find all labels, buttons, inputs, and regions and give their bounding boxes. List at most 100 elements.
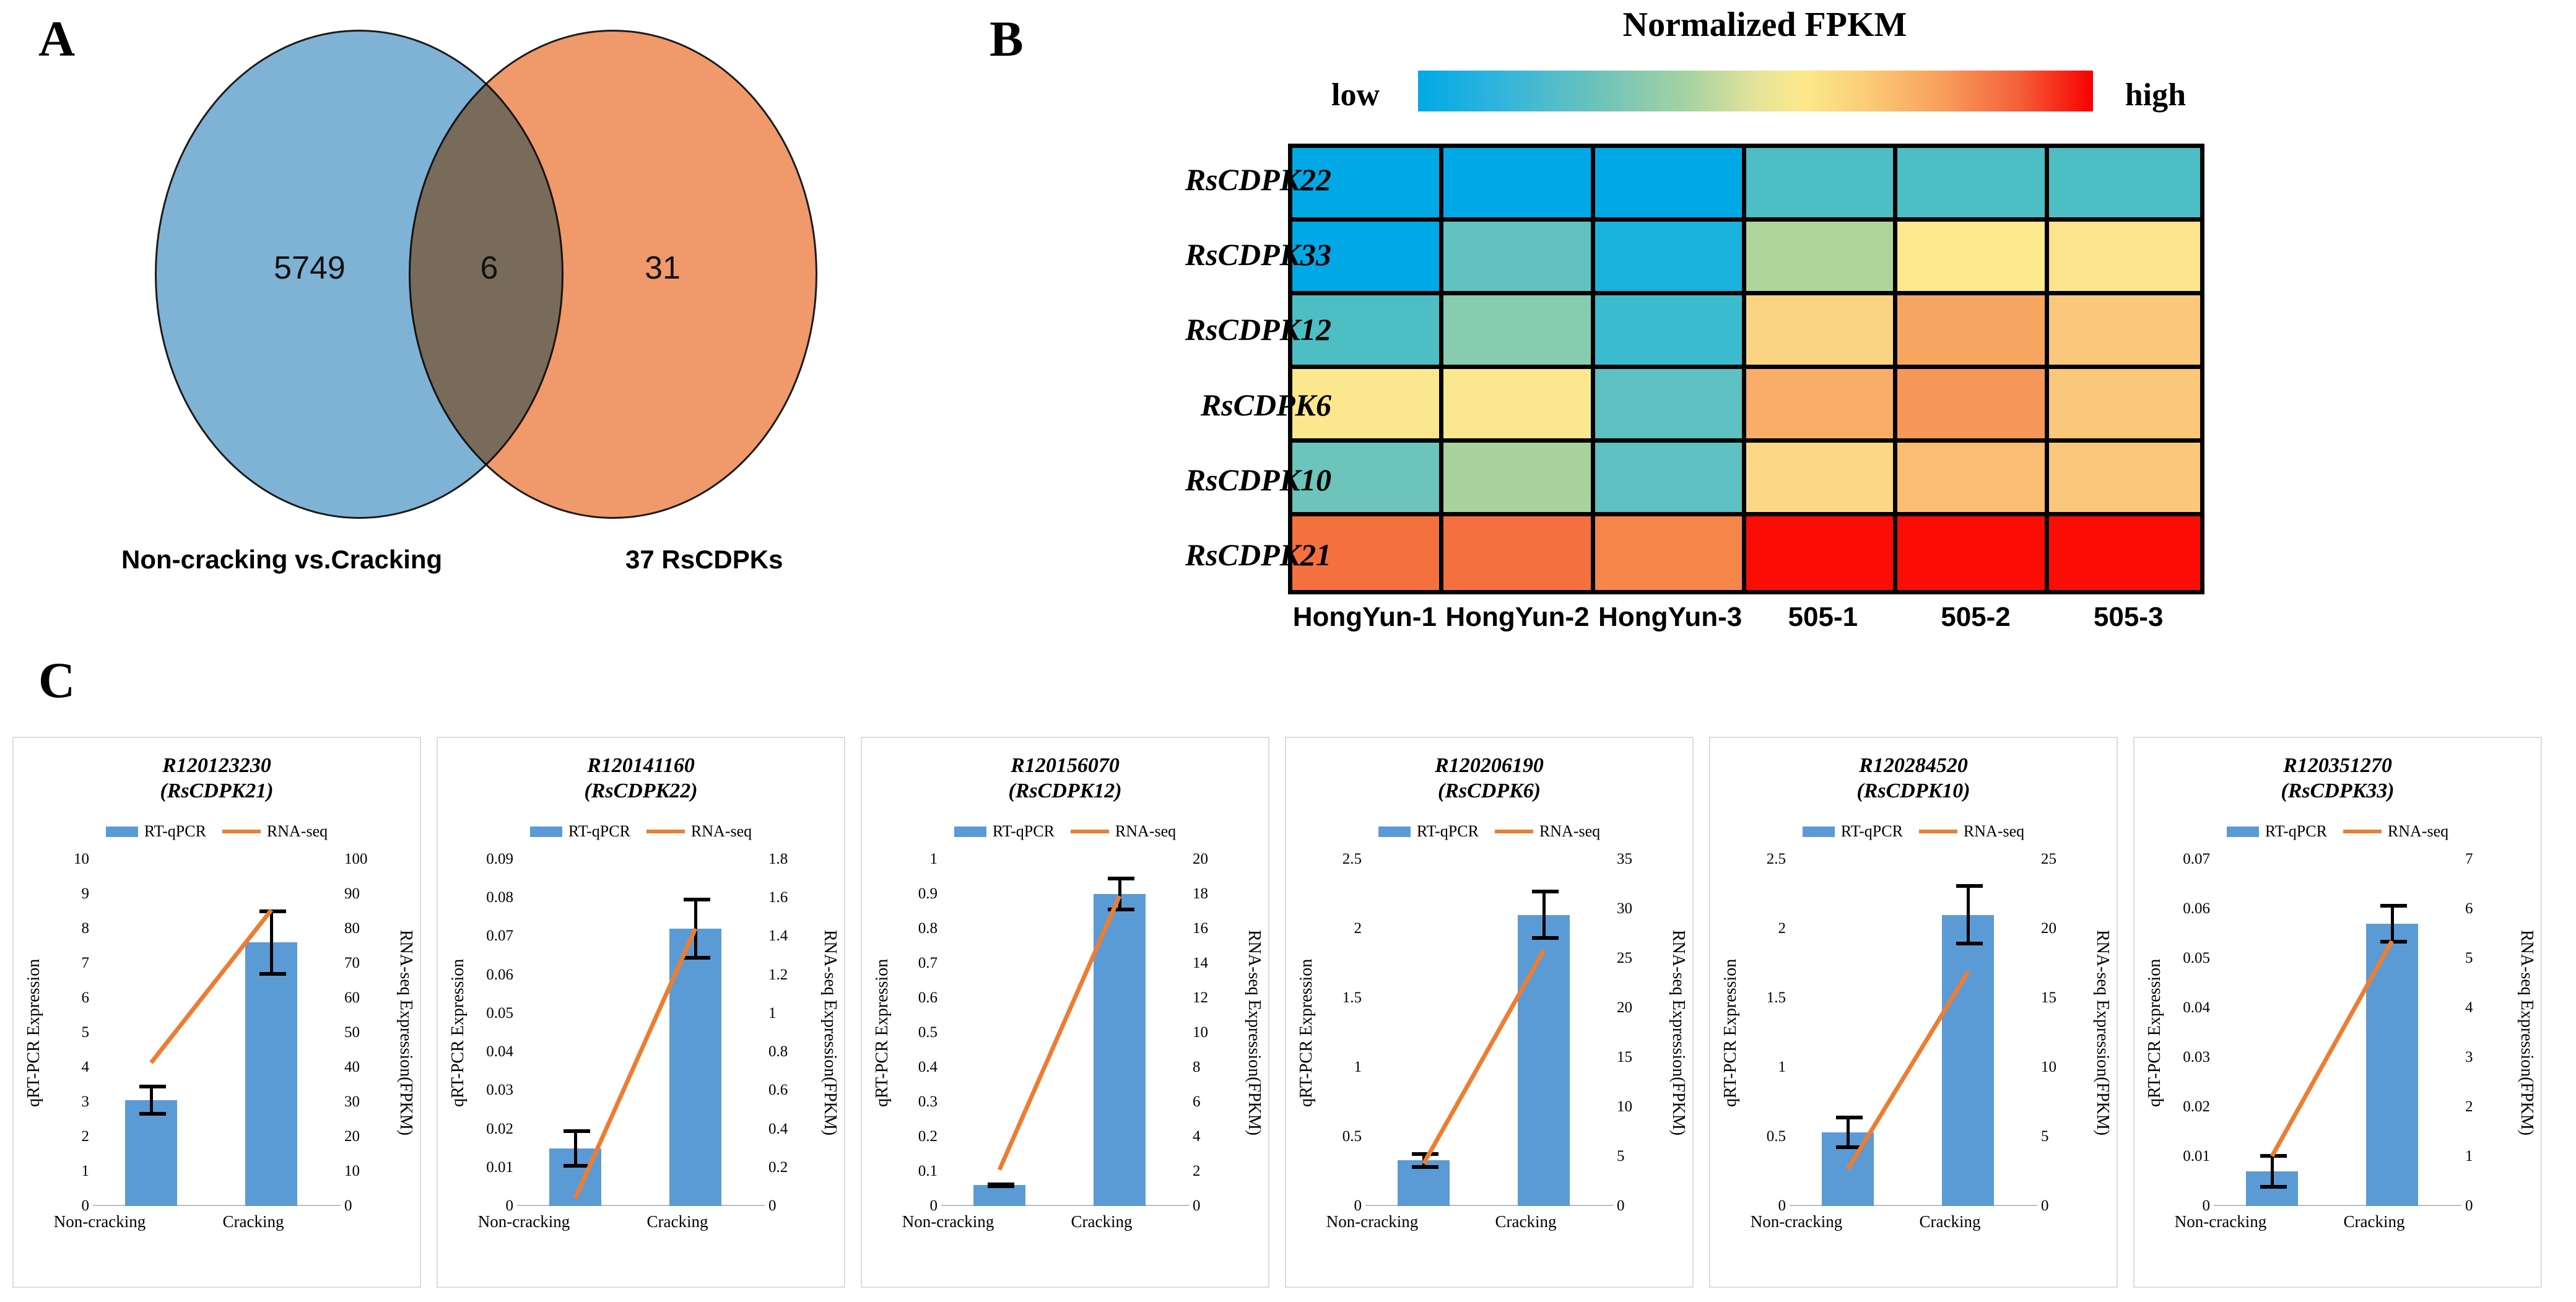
chart-title-gene-id: R120284520 (1859, 754, 1968, 777)
y-axis-tick-left: 0 (505, 1197, 514, 1214)
y-axis-title-right: RNA-seq Expression(FPKM) (820, 929, 840, 1136)
y-axis-tick-right: 0 (1193, 1197, 1201, 1214)
legend-item-rna-seq: RNA-seq (2343, 822, 2448, 841)
heatmap-grid (1288, 144, 2204, 594)
heatmap-cell (1443, 443, 1595, 516)
heatmap-row-label-rscdpk6: RsCDPK6 (1200, 387, 1331, 422)
y-axis-tick-right: 20 (1617, 999, 1632, 1016)
y-axis-tick-right: 1.2 (768, 966, 788, 983)
bar (1942, 914, 1994, 1206)
chart-legend: RT-qPCR RNA-seq (2134, 822, 2541, 841)
venn-count-right-only: 31 (645, 250, 681, 286)
heatmap-cell (2048, 443, 2200, 516)
y-axis-tick-left: 0.07 (2183, 851, 2210, 867)
error-bar-cap-bottom (2260, 1185, 2287, 1189)
error-bar-stem (1847, 1116, 1850, 1150)
error-bar-stem (574, 1129, 577, 1168)
error-bar-cap-top (1412, 1152, 1438, 1156)
legend-bar-swatch-icon (529, 826, 562, 837)
y-axis-tick-right: 0 (768, 1197, 777, 1214)
bar (245, 942, 297, 1206)
heatmap-cell (1595, 222, 1746, 295)
y-axis-tick-left: 0.06 (2183, 900, 2210, 917)
error-bar-cap-bottom (139, 1112, 166, 1116)
error-bar-cap-bottom (1412, 1165, 1438, 1169)
y-axis-tick-left: 0.08 (486, 889, 513, 906)
y-axis-tick-right: 10 (344, 1163, 360, 1179)
y-axis-tick-left: 0.01 (486, 1158, 513, 1176)
bar (973, 1185, 1025, 1206)
legend-label-rna-seq: RNA-seq (266, 822, 328, 840)
y-axis-tick-right: 0.4 (768, 1120, 788, 1137)
legend-bar-swatch-icon (954, 826, 986, 837)
y-axis-tick-right: 70 (344, 955, 360, 971)
x-axis-line (2214, 1205, 2461, 1206)
y-axis-tick-left: 1 (1778, 1059, 1786, 1075)
y-axis-tick-right: 15 (2041, 989, 2056, 1006)
chart-title-gene-id: R120351270 (2283, 754, 2392, 777)
heatmap-cell (1292, 148, 1444, 222)
legend-label-rt-qpcr: RT-qPCR (2265, 822, 2327, 840)
legend-high-label: high (2125, 77, 2186, 113)
y-axis-tick-right: 5 (2041, 1128, 2049, 1145)
heatmap-cell (2048, 516, 2200, 590)
y-axis-tick-left: 2.5 (1342, 851, 1362, 867)
error-bar-cap-bottom (1956, 941, 1983, 945)
legend-bar-swatch-icon (1802, 826, 1835, 837)
error-bar-cap-bottom (1836, 1145, 1863, 1150)
legend-label-rt-qpcr: RT-qPCR (1840, 822, 1903, 840)
y-axis-tick-left: 6 (81, 989, 90, 1006)
y-axis-tick-right: 0 (2041, 1197, 2049, 1214)
legend-label-rt-qpcr: RT-qPCR (144, 822, 206, 840)
error-bar-cap-top (684, 898, 710, 902)
legend-line-swatch-icon (222, 830, 261, 833)
y-axis-tick-left: 1 (81, 1163, 90, 1179)
venn-count-intersection: 6 (480, 250, 498, 286)
heatmap-col-label-505-2: 505-2 (1941, 602, 2011, 632)
y-axis-tick-right: 5 (2465, 950, 2473, 966)
heatmap-cell (1897, 148, 2049, 222)
legend-line-swatch-icon (1918, 830, 1957, 833)
chart-title: R120206190(RsCDPK6) (1286, 753, 1692, 804)
heatmap-col-label-505-3: 505-3 (2093, 602, 2164, 632)
y-axis-tick-right: 0 (2465, 1197, 2473, 1214)
y-axis-tick-right: 80 (344, 920, 360, 937)
y-axis-title-right: RNA-seq Expression(FPKM) (2093, 929, 2112, 1136)
x-axis-label: Cracking (646, 1212, 708, 1231)
legend-item-rt-qpcr: RT-qPCR (529, 822, 630, 841)
y-axis-tick-right: 4 (2465, 999, 2473, 1016)
heatmap-title: Normalized FPKM (1622, 6, 1907, 44)
y-axis-tick-left: 2 (1354, 920, 1362, 937)
y-axis-tick-right: 1.6 (768, 889, 788, 906)
heatmap-cell (1746, 148, 1898, 222)
heatmap-col-label-hongyun-3: HongYun-3 (1598, 602, 1743, 632)
heatmap-cell (1595, 369, 1746, 443)
heatmap-cell (1443, 369, 1595, 443)
error-bar-cap-top (139, 1085, 166, 1089)
error-bar-cap-top (564, 1129, 590, 1133)
chart-title-gene-name: (RsCDPK22) (584, 779, 698, 803)
y-axis-tick-right: 2 (1193, 1163, 1201, 1179)
error-bar-cap-top (1108, 877, 1134, 880)
y-axis-title-right: RNA-seq Expression(FPKM) (1245, 929, 1264, 1136)
bar (2366, 924, 2418, 1206)
chart-legend: RT-qPCR RNA-seq (14, 822, 420, 841)
venn-caption-left: Non-cracking vs.Cracking (121, 545, 443, 574)
y-axis-tick-right: 6 (1193, 1093, 1201, 1110)
legend-label-rna-seq: RNA-seq (2387, 822, 2449, 840)
error-bar-cap-top (2380, 904, 2407, 908)
y-axis-tick-left: 0.03 (486, 1082, 513, 1099)
y-axis-tick-right: 30 (1617, 900, 1632, 917)
y-axis-tick-right: 7 (2465, 851, 2473, 867)
y-axis-tick-right: 35 (1617, 851, 1632, 867)
chart-title-gene-name: (RsCDPK6) (1437, 779, 1541, 803)
heatmap-cell (1746, 443, 1898, 516)
chart-title: R120141160(RsCDPK22) (438, 753, 844, 804)
y-axis-tick-left: 9 (81, 885, 90, 902)
error-bar-stem (1118, 877, 1121, 911)
